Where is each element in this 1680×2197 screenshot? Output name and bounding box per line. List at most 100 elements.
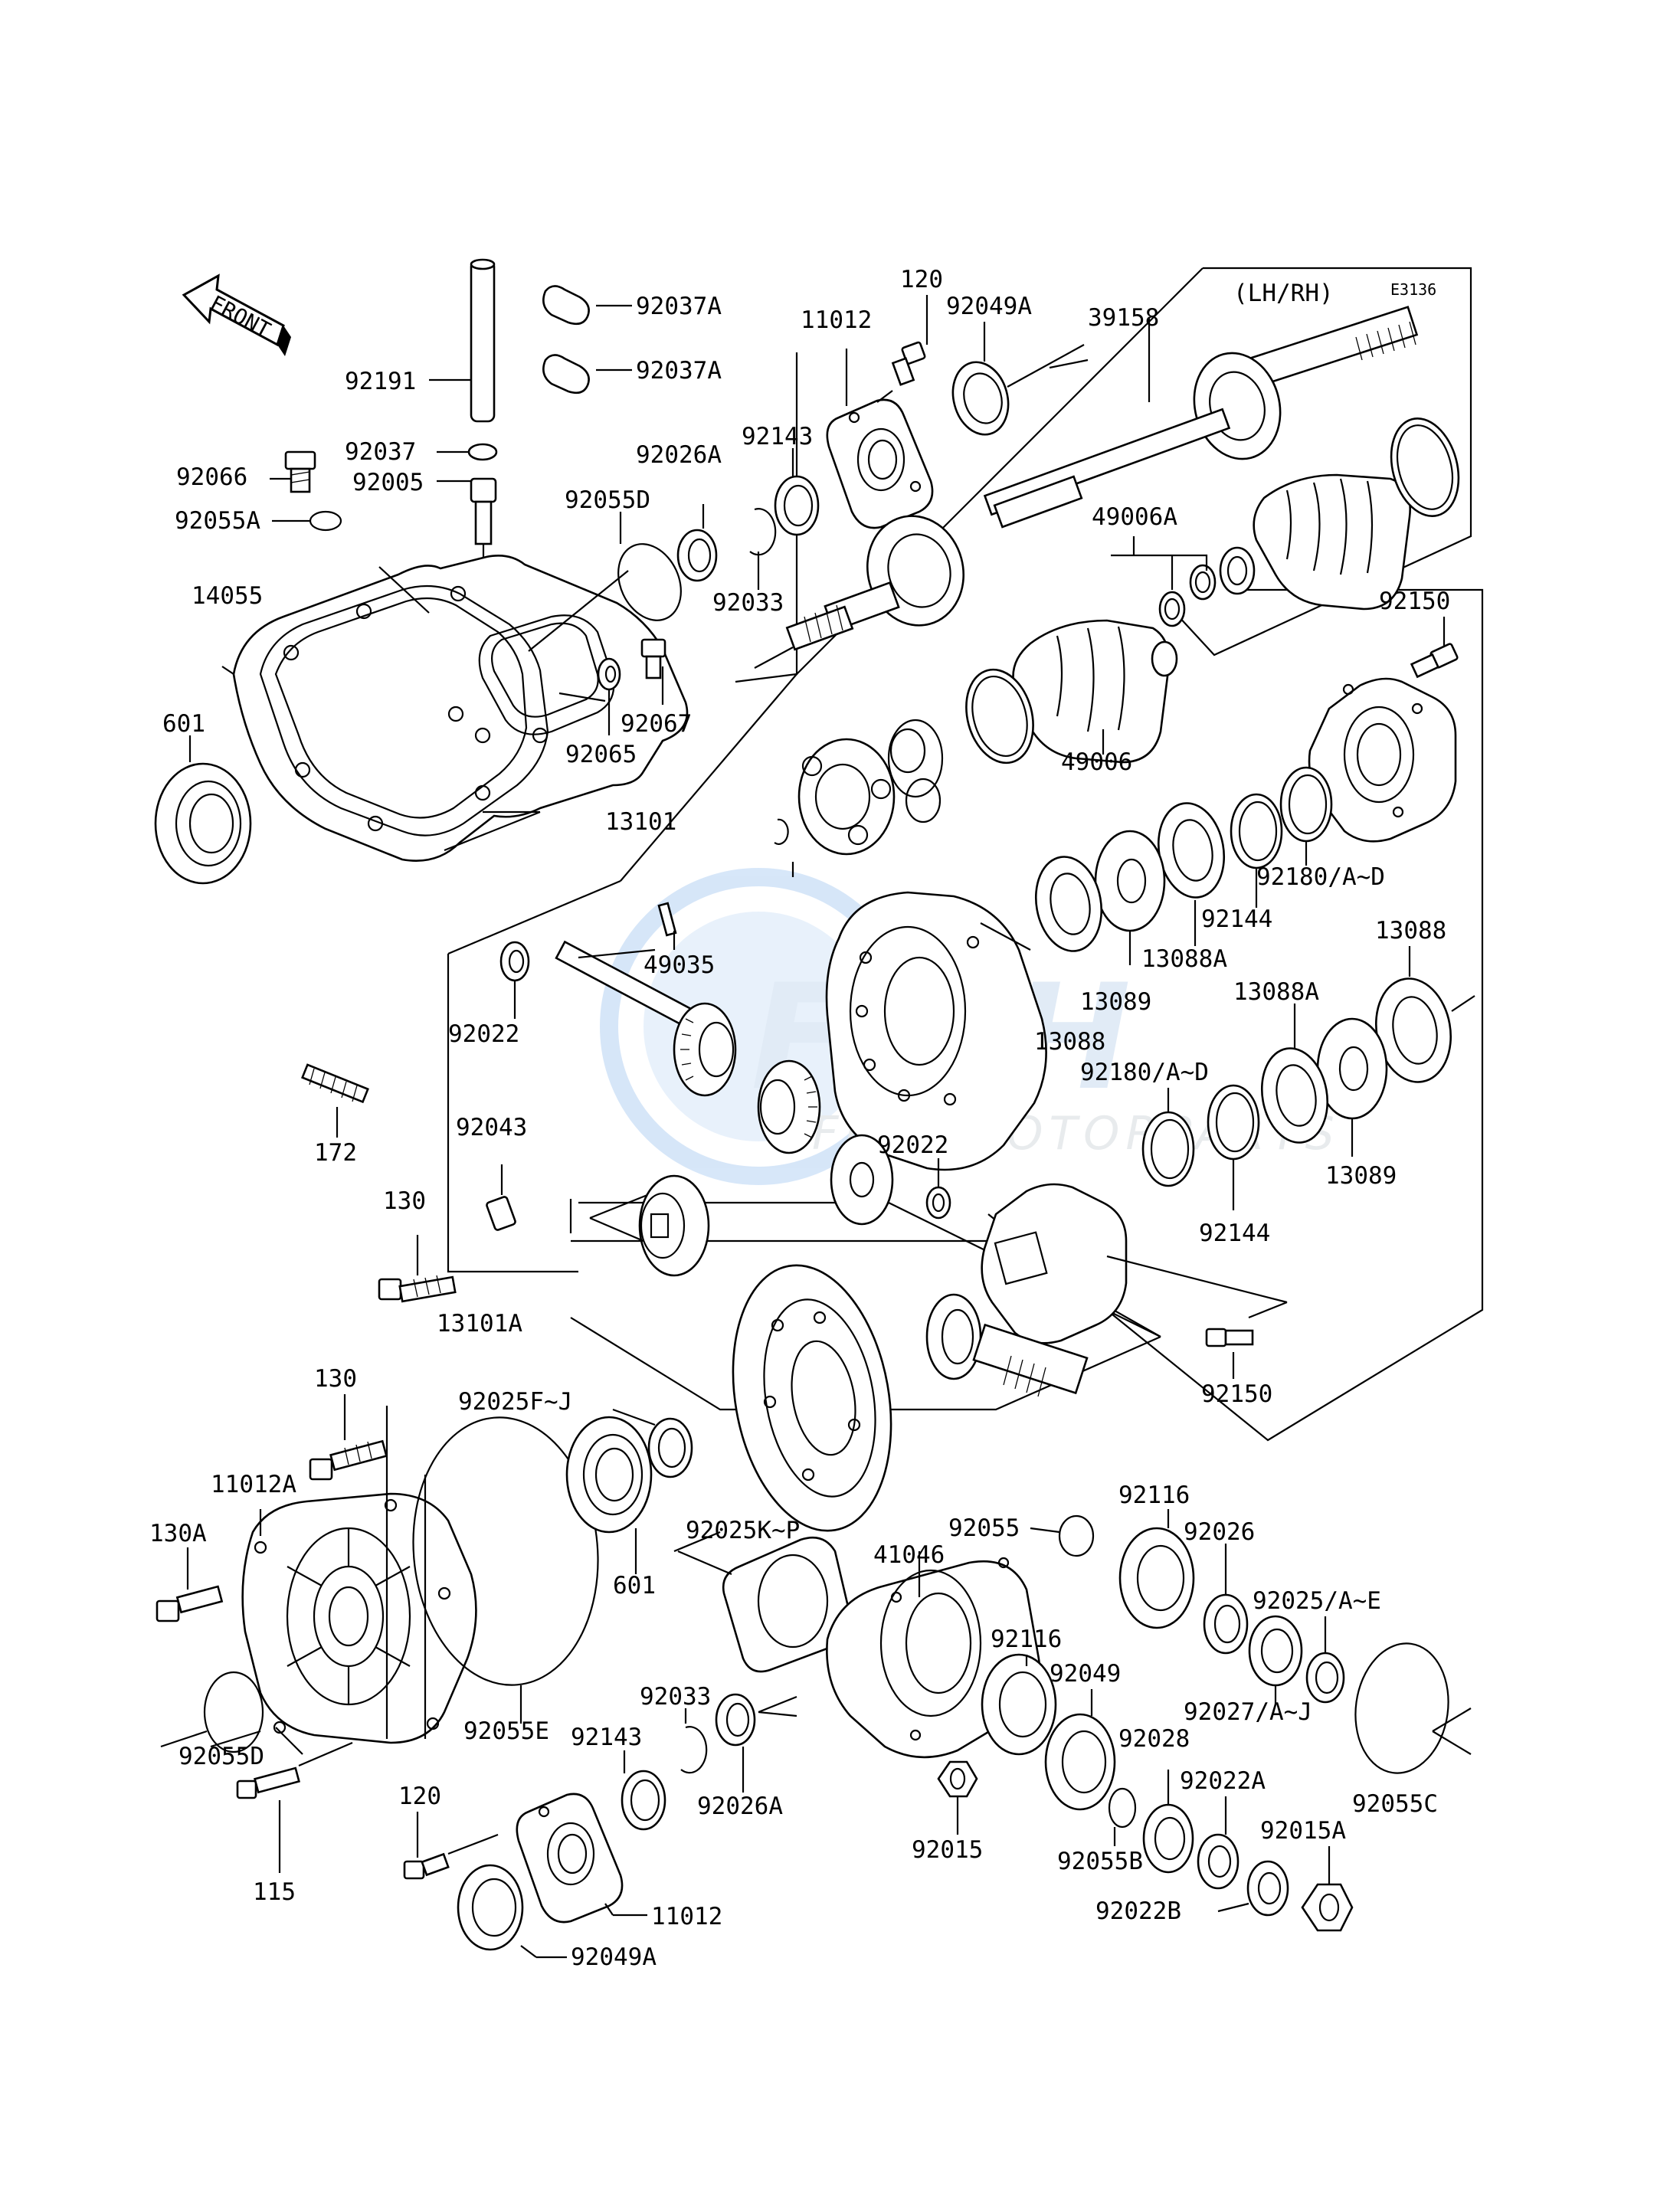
label-92033-top: 92033 [712,589,784,617]
label-120-top: 120 [900,266,943,293]
o-ring-92055b [1108,1787,1137,1846]
label-92049a-top: 92049A [946,293,1032,320]
bearing-92116-lower [981,1653,1057,1756]
label-92055c: 92055C [1352,1790,1438,1818]
shim-92180-lower [1141,1088,1195,1187]
leader-92049a-top [1007,344,1085,388]
label-92116-2: 92116 [991,1626,1062,1653]
washer-92022b [1217,1860,1289,1917]
label-92026: 92026 [1184,1518,1255,1546]
label-11012-top: 11012 [801,306,872,334]
bearing-601-upper [154,735,252,885]
bearing-housing-11012-bottom [516,1793,647,1924]
bolt-130-upper [378,1235,457,1303]
label-92025fj: 92025F~J [458,1388,572,1416]
bolt-120-bottom [403,1812,499,1880]
bearing-housing-11012-top [826,349,934,529]
front-arrow-icon: FRONT [182,273,291,356]
friction-disc-13089-lower [1316,1017,1388,1157]
seal-92026a-bottom [715,1693,797,1793]
label-92055e: 92055E [463,1717,549,1745]
label-92067: 92067 [621,710,692,738]
o-ring-92055e [412,1416,599,1724]
label-92065: 92065 [565,741,637,768]
label-49006a: 49006A [1092,503,1177,531]
bolt-120-top [876,295,928,403]
boot-band-small-a [1189,564,1217,601]
differential-cover-hub-top [1308,677,1457,843]
bolt-92150-top [1410,617,1459,679]
label-13101: 13101 [605,808,676,836]
label-601-bot: 601 [613,1572,656,1599]
oil-seal-92143-bottom [621,1750,666,1831]
hose-clamp-upper [542,285,632,326]
label-92005: 92005 [352,469,424,496]
label-92037a-1: 92037A [636,293,722,320]
cv-joint-snap-ring [774,818,789,845]
label-92150-bot: 92150 [1201,1380,1272,1408]
boot-49006 [1012,619,1178,764]
bearing-92049a-bottom [457,1864,567,1959]
bolt-92150-bottom [1205,1301,1288,1379]
front-label: FRONT [206,290,275,343]
collar-92028 [1142,1770,1194,1874]
clutch-plate-13088a-lower [1260,1004,1329,1144]
washer-92065 [597,657,621,735]
drive-pinion [925,1293,1089,1397]
bearing-601-lower [565,1416,653,1574]
boot-band-small-b [1158,591,1186,627]
cv-joint-inner [797,728,942,856]
part-labels: (LH/RH) 92037A 92037A 92191 92037 92005 … [149,266,1450,1971]
cover-11012a [241,1492,477,1744]
collar-92026 [1203,1544,1249,1655]
label-130-1: 130 [383,1187,426,1215]
label-92025ae: 92025/A~E [1253,1587,1381,1615]
label-92055: 92055 [948,1514,1020,1542]
label-13089-1: 13089 [1080,988,1151,1016]
leader-11012a [275,1727,303,1755]
label-49006: 49006 [1061,748,1132,776]
label-92055b: 92055B [1057,1848,1143,1875]
label-92143-bot: 92143 [571,1724,642,1751]
label-11012-bot: 11012 [651,1903,722,1930]
shim-92144-lower [1207,1084,1260,1210]
bearing-92049 [1044,1689,1116,1811]
nut-92015 [937,1760,978,1835]
washer-92022-mid [925,1158,951,1220]
oil-seal-92143-top [774,448,820,536]
shim-92025ae [1305,1616,1345,1704]
bearing-92116-upper [1118,1509,1195,1629]
label-39158: 39158 [1088,304,1159,332]
snap-ring-92033-bottom [680,1708,708,1774]
label-41046: 41046 [873,1541,945,1569]
clutch-plate-13088-upper [1034,856,1103,952]
hose-clamp-lower [542,354,632,395]
label-172: 172 [314,1139,357,1167]
label-92022-left: 92022 [448,1020,519,1048]
leader-92150-bottom [1106,1255,1288,1304]
bolt-130-lower [309,1394,388,1481]
label-92015a: 92015A [1260,1817,1346,1845]
label-130-2: 130 [314,1365,357,1393]
fill-plug-o-ring [272,510,342,532]
side-gear-right [830,1134,894,1226]
coupling-hub [981,1183,1128,1344]
leader-92049a-top-2 [1049,359,1089,369]
label-92037: 92037 [345,438,416,466]
differential-case [825,891,1047,1171]
pinion-gear-a [673,1002,737,1097]
label-92028: 92028 [1118,1725,1190,1753]
label-92143-top: 92143 [742,423,813,450]
label-92055d-bot: 92055D [178,1743,264,1770]
bearing-92049a-top [951,322,1010,436]
boot-band-large-mid [965,668,1034,765]
label-92116-1: 92116 [1118,1482,1190,1509]
label-92191: 92191 [345,368,416,395]
o-ring-92055c [1354,1642,1472,1774]
label-92015: 92015 [912,1836,983,1864]
bolt-92067 [640,638,666,705]
label-92049: 92049 [1050,1660,1121,1688]
label-92144-2: 92144 [1199,1220,1270,1247]
label-92033-bot: 92033 [640,1683,711,1711]
